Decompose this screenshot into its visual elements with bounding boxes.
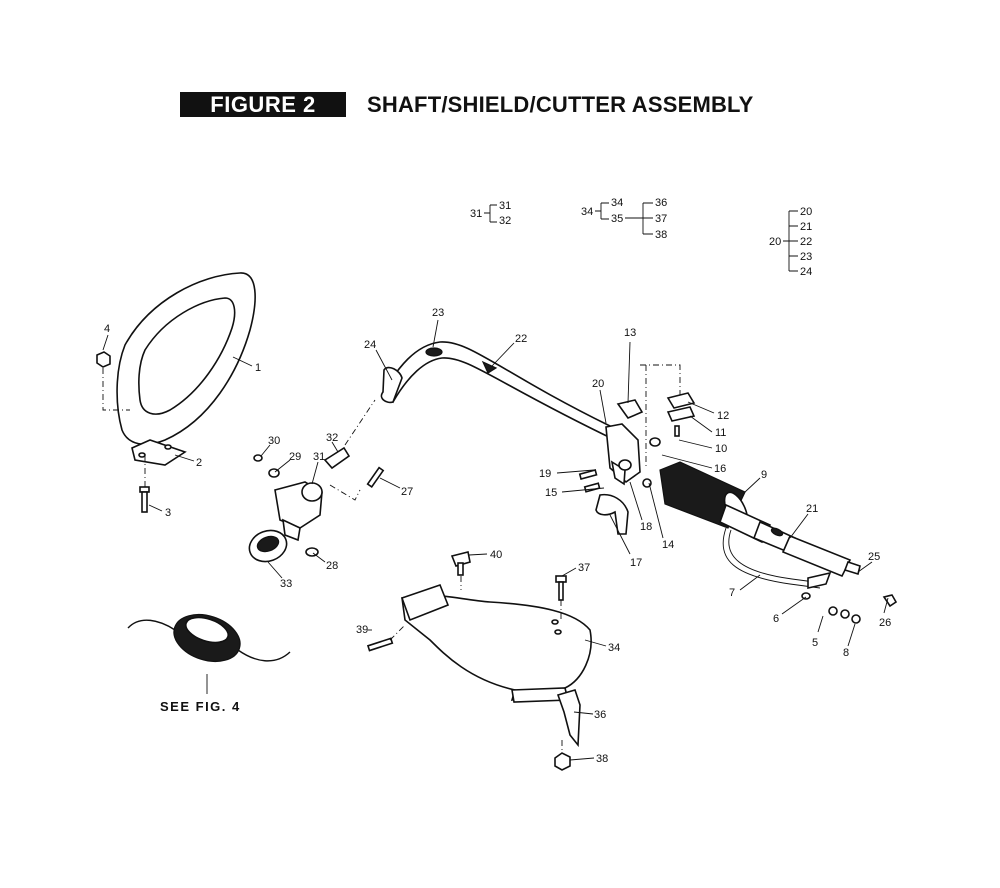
kit-parent-label: 20 — [769, 236, 781, 248]
callout-13: 13 — [624, 327, 636, 339]
kit-child-label: 34 — [611, 197, 623, 209]
callout-6: 6 — [773, 613, 779, 625]
callout-40: 40 — [490, 549, 502, 561]
callout-12: 12 — [717, 410, 729, 422]
callout-34: 34 — [608, 642, 620, 654]
callout-8: 8 — [843, 647, 849, 659]
callout-38: 38 — [596, 753, 608, 765]
kit-group-34: 34 34 35 36 37 38 — [581, 197, 667, 241]
handle-nut — [96, 351, 111, 368]
trimmer-spool — [127, 613, 291, 694]
callout-14: 14 — [662, 539, 674, 551]
callout-21: 21 — [806, 503, 818, 515]
cutter-blade — [556, 689, 581, 748]
callout-19: 19 — [539, 468, 551, 480]
washers-5-8 — [828, 594, 898, 624]
trigger-button — [616, 399, 644, 419]
trigger-housing — [605, 423, 641, 486]
bolt-37-39 — [366, 575, 567, 652]
callout-39: 39 — [356, 624, 368, 636]
callout-7: 7 — [729, 587, 735, 599]
callout-33: 33 — [280, 578, 292, 590]
callout-27: 27 — [401, 486, 413, 498]
callout-2: 2 — [196, 457, 202, 469]
lower-shaft — [719, 503, 861, 578]
callout-11: 11 — [715, 427, 726, 439]
callout-leaders — [102, 319, 889, 761]
callout-28: 28 — [326, 560, 338, 572]
figure-title: SHAFT/SHIELD/CUTTER ASSEMBLY — [367, 92, 754, 117]
upper-shaft — [380, 341, 617, 442]
callout-30: 30 — [268, 435, 280, 447]
callout-10: 10 — [715, 443, 727, 455]
kit-child-label: 37 — [655, 213, 667, 225]
kit-child-label: 21 — [800, 221, 812, 233]
callout-1: 1 — [255, 362, 261, 374]
wing-screw-40 — [450, 551, 471, 576]
kit-parent-label: 34 — [581, 206, 593, 218]
kit-child-label: 31 — [499, 200, 511, 212]
guard-shield — [400, 583, 592, 703]
callout-23: 23 — [432, 307, 444, 319]
loop-handle — [116, 272, 256, 466]
kit-group-31: 31 31 32 — [470, 200, 511, 227]
callout-36: 36 — [594, 709, 606, 721]
callout-26: 26 — [879, 617, 891, 629]
kit-child-label: 36 — [655, 197, 667, 209]
callout-9: 9 — [761, 469, 767, 481]
kit-child-label: 23 — [800, 251, 812, 263]
kit-child-label: 22 — [800, 236, 812, 248]
callout-16: 16 — [714, 463, 726, 475]
switch-plate — [666, 392, 696, 437]
kit-child-label: 35 — [611, 213, 623, 225]
callout-15: 15 — [545, 487, 557, 499]
kit-parent-label: 31 — [470, 208, 482, 220]
spool-cap — [248, 529, 288, 563]
see-figure-note: SEE FIG. 4 — [160, 699, 241, 714]
callout-32: 32 — [326, 432, 338, 444]
callout-17: 17 — [630, 557, 642, 569]
kit-child-label: 20 — [800, 206, 812, 218]
screws-15-19 — [578, 437, 661, 493]
callout-37: 37 — [578, 562, 590, 574]
callout-29: 29 — [289, 451, 301, 463]
callout-3: 3 — [165, 507, 171, 519]
handle-bolt — [139, 486, 150, 513]
callout-31: 31 — [313, 451, 325, 463]
figure-label: FIGURE 2 — [180, 92, 346, 117]
callout-18: 18 — [640, 521, 652, 533]
callout-24: 24 — [364, 339, 376, 351]
kit-child-label: 24 — [800, 266, 812, 278]
callout-22: 22 — [515, 333, 527, 345]
callout-4: 4 — [104, 323, 110, 335]
callout-25: 25 — [868, 551, 880, 563]
callout-labels: 1 2 3 4 5 6 7 8 9 10 11 12 13 14 15 16 1… — [104, 307, 891, 765]
control-assembly — [253, 446, 385, 557]
nut-38 — [554, 752, 571, 771]
kit-child-label: 38 — [655, 229, 667, 241]
callout-5: 5 — [812, 637, 818, 649]
kit-group-20: 20 20 21 22 23 24 — [769, 206, 812, 278]
throttle-trigger — [595, 493, 629, 535]
callout-20: 20 — [592, 378, 604, 390]
kit-child-label: 32 — [499, 215, 511, 227]
wire-harness — [722, 527, 832, 600]
